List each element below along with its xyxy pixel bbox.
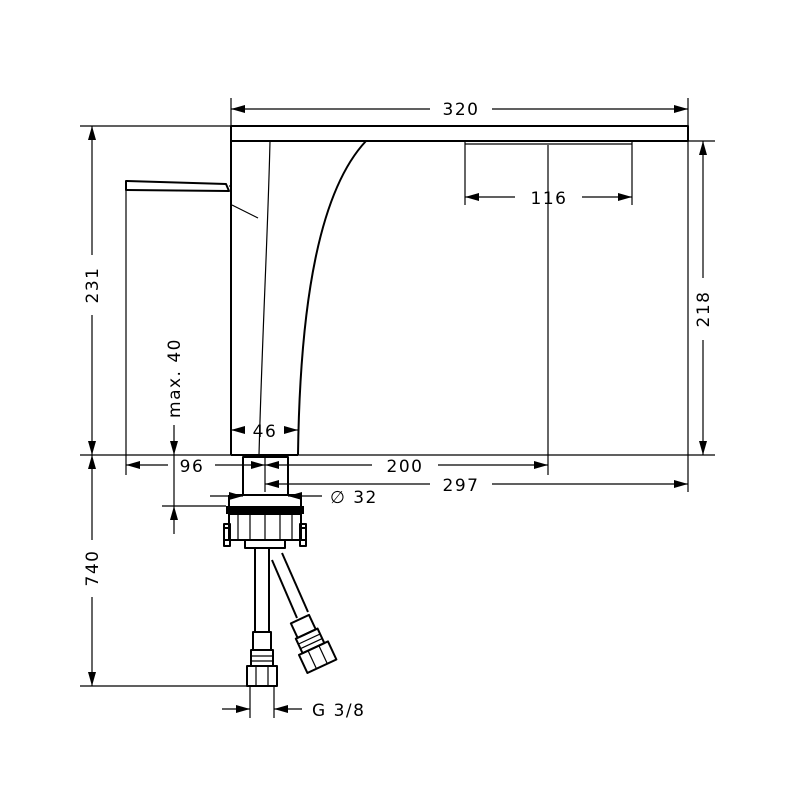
- spout-top: [230, 125, 689, 142]
- dim-231: 231: [83, 267, 103, 304]
- washer: [226, 506, 304, 514]
- dim-116: 116: [531, 189, 568, 209]
- supply-hoses: [246, 548, 338, 687]
- dimension-lines: [88, 105, 707, 713]
- dim-46: 46: [253, 422, 278, 442]
- dim-200: 200: [387, 457, 424, 477]
- dim-diameter-32: ∅ 32: [330, 488, 378, 508]
- body-curve: [297, 140, 367, 456]
- hose-nut-straight: [246, 665, 278, 687]
- dimension-labels: 320 116 231 218 max. 40 46 96 200 297 ∅ …: [83, 100, 714, 721]
- dim-740: 740: [83, 550, 103, 587]
- dim-96: 96: [180, 457, 205, 477]
- dim-218: 218: [694, 291, 714, 328]
- dim-320: 320: [443, 100, 480, 120]
- extension-lines: [80, 98, 715, 718]
- lever-handle: [125, 180, 230, 192]
- dim-297: 297: [443, 476, 480, 496]
- hose-nut-angled: [297, 640, 338, 675]
- dim-g-3-8: G 3/8: [312, 701, 365, 721]
- dim-max-40: max. 40: [165, 338, 185, 418]
- faucet-outline: [125, 125, 689, 456]
